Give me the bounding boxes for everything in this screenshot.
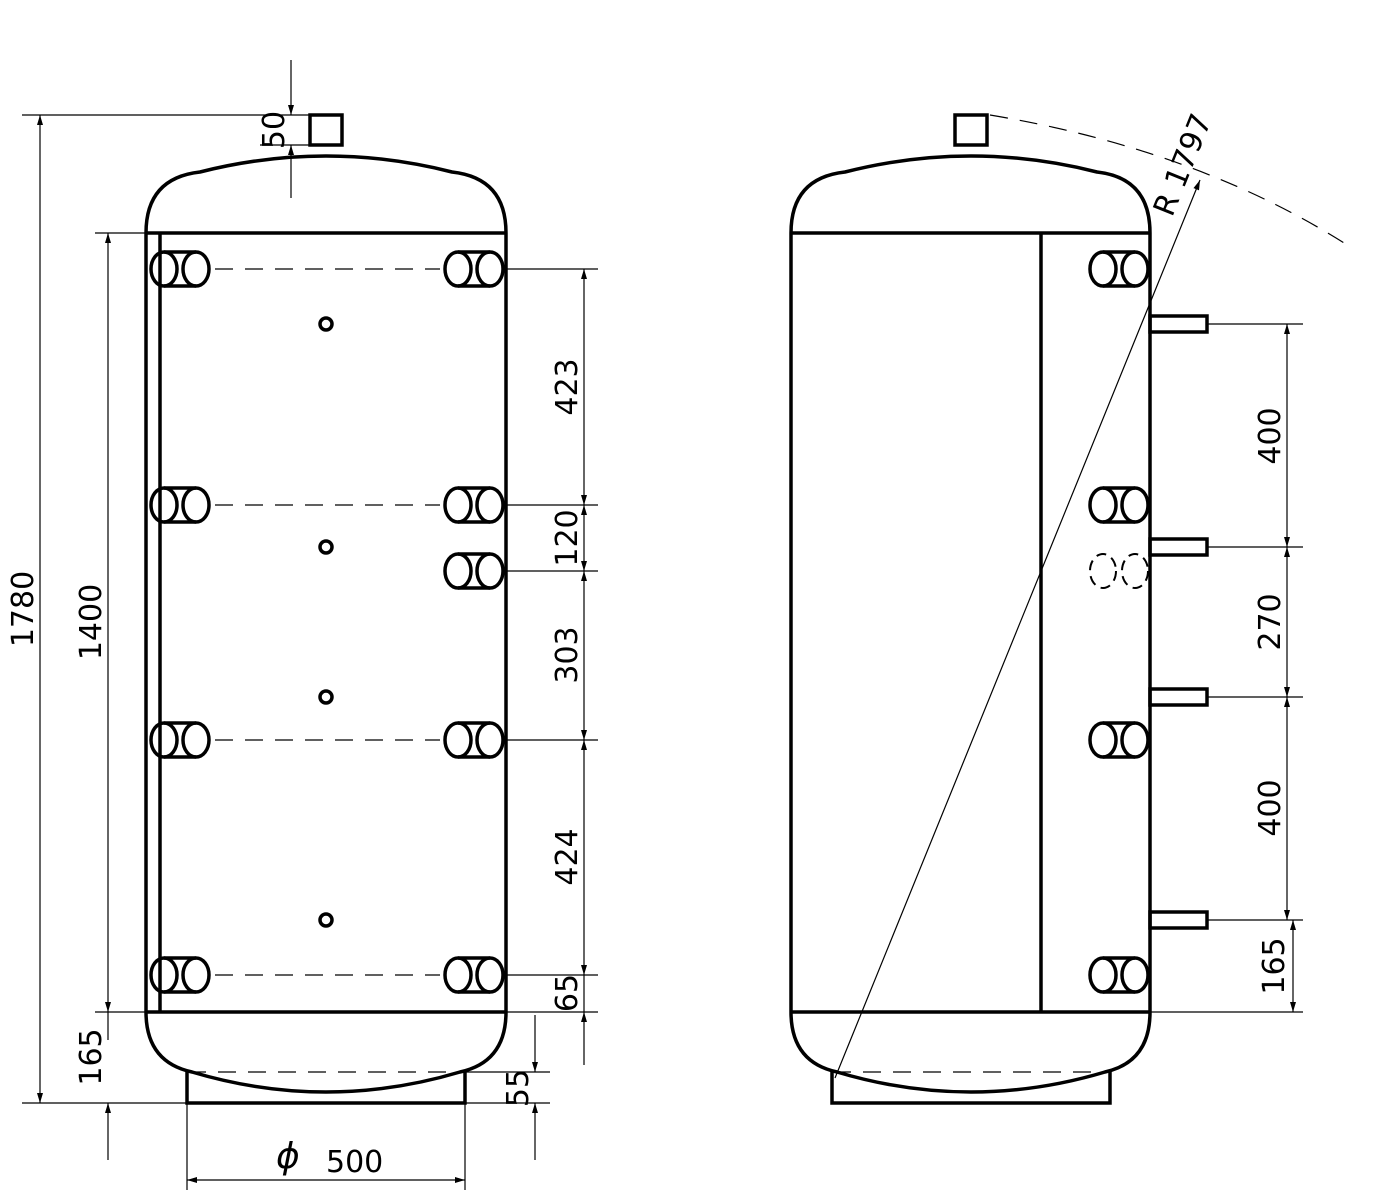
nozzle bbox=[149, 250, 211, 288]
side-nozzles bbox=[1088, 250, 1150, 994]
nozzle bbox=[443, 956, 505, 994]
dim-400-upper: 400 bbox=[1253, 407, 1288, 464]
dim-foot: 55 bbox=[501, 1069, 536, 1107]
side-pipe bbox=[1148, 537, 1209, 557]
nozzle bbox=[1088, 486, 1150, 524]
front-top-pipe bbox=[308, 113, 344, 147]
nozzle bbox=[149, 486, 211, 524]
sensor-port bbox=[318, 539, 334, 555]
side-dimensions: 400 270 400 165 bbox=[1150, 323, 1303, 1013]
sensor-port bbox=[318, 689, 334, 705]
front-nozzles bbox=[149, 250, 505, 994]
nozzle bbox=[1088, 250, 1150, 288]
nozzle bbox=[443, 250, 505, 288]
nozzle bbox=[443, 486, 505, 524]
side-tank-outline bbox=[789, 154, 1152, 1094]
side-pipe bbox=[1148, 314, 1209, 334]
dim-120: 120 bbox=[550, 509, 585, 566]
dim-top-pipe: 50 bbox=[257, 111, 292, 149]
dim-diameter: 500 bbox=[326, 1145, 383, 1180]
nozzle bbox=[149, 956, 211, 994]
dim-400-lower: 400 bbox=[1253, 779, 1288, 836]
nozzle bbox=[1088, 956, 1150, 994]
dim-total-height: 1780 bbox=[6, 571, 41, 647]
front-tank-outline bbox=[144, 154, 508, 1094]
dim-65: 65 bbox=[550, 974, 585, 1012]
front-foot bbox=[185, 1072, 467, 1105]
diameter-symbol: ϕ bbox=[276, 1136, 300, 1177]
radius-arc bbox=[989, 114, 1353, 249]
side-pipes bbox=[1148, 314, 1209, 930]
dim-424: 424 bbox=[550, 828, 585, 885]
nozzle bbox=[1089, 553, 1149, 589]
sensor-port bbox=[318, 912, 334, 928]
front-dimensions: 1780 1400 165 50 423 120 303 424 65 55 bbox=[6, 60, 598, 1190]
side-pipe bbox=[1148, 687, 1209, 707]
side-pipe bbox=[1148, 910, 1209, 930]
dim-270: 270 bbox=[1253, 593, 1288, 650]
dim-423: 423 bbox=[550, 358, 585, 415]
radius-line bbox=[834, 179, 1201, 1079]
sensor-port bbox=[318, 316, 334, 332]
dim-radius: R 1797 bbox=[1147, 109, 1219, 221]
side-top-pipe bbox=[953, 113, 989, 147]
nozzle bbox=[443, 552, 505, 590]
nozzle bbox=[149, 721, 211, 759]
front-view bbox=[144, 113, 508, 1105]
dim-165-side: 165 bbox=[1257, 937, 1292, 994]
dim-body-height: 1400 bbox=[74, 584, 109, 660]
nozzle bbox=[443, 721, 505, 759]
side-foot bbox=[830, 1072, 1112, 1105]
dim-303: 303 bbox=[550, 626, 585, 683]
front-sensor-ports bbox=[318, 316, 334, 928]
nozzle bbox=[1088, 721, 1150, 759]
dim-bottom: 165 bbox=[74, 1028, 109, 1085]
